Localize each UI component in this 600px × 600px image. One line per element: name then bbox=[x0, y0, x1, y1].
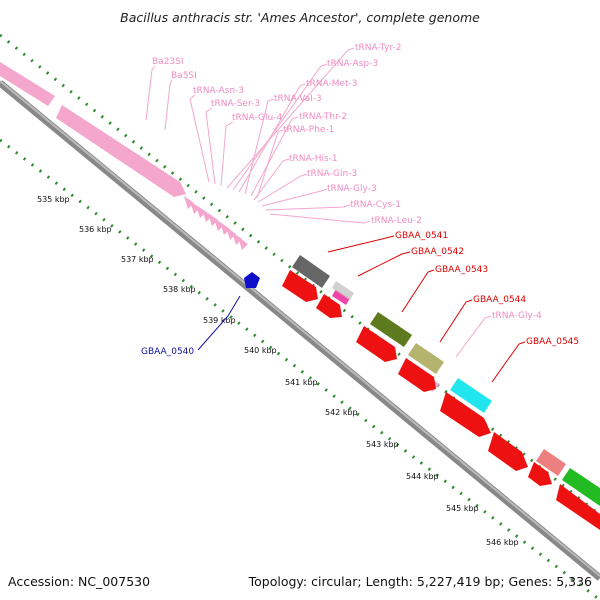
rna-label: tRNA-Asp-3 bbox=[327, 59, 378, 69]
map-title: Bacillus anthracis str. 'Ames Ancestor',… bbox=[120, 10, 480, 25]
tick-label: 538 kbp bbox=[163, 285, 196, 294]
tick-label: 541 kbp bbox=[285, 378, 318, 387]
rna-label: tRNA-Asn-3 bbox=[193, 86, 244, 96]
backbone bbox=[0, 80, 600, 581]
cds-gbaa-0547[interactable] bbox=[528, 462, 552, 486]
cog-track bbox=[292, 255, 600, 506]
rna-label: tRNA-Glu-4 bbox=[232, 113, 282, 123]
tick-label: 539 kbp bbox=[203, 316, 236, 325]
gene-label[interactable]: GBAA_0544 bbox=[473, 295, 526, 305]
cds-features[interactable] bbox=[282, 270, 600, 530]
gene-label[interactable]: GBAA_0545 bbox=[526, 337, 579, 347]
tick-label: 543 kbp bbox=[366, 440, 399, 449]
tick-rings bbox=[0, 33, 600, 600]
gene-leader-lines bbox=[197, 235, 526, 383]
rna-leader-lines bbox=[145, 47, 492, 358]
outer-tick-ring bbox=[0, 33, 600, 517]
rrna-23s-left bbox=[0, 62, 55, 106]
tick-label: 545 kbp bbox=[446, 504, 479, 513]
tick-label: 546 kbp bbox=[486, 538, 519, 547]
rna-label: tRNA-Gln-3 bbox=[307, 169, 357, 179]
accession-text: Accession: NC_007530 bbox=[8, 574, 150, 589]
tick-labels: 535 kbp 536 kbp 537 kbp 538 kbp 539 kbp … bbox=[37, 195, 519, 547]
rna-label: tRNA-Leu-2 bbox=[371, 216, 422, 226]
cds-gbaa-0546[interactable] bbox=[488, 432, 528, 471]
rrna-features bbox=[0, 62, 186, 197]
cog-olive bbox=[370, 312, 412, 347]
gene-label-selected[interactable]: GBAA_0540 bbox=[141, 347, 194, 357]
tick-label: 544 kbp bbox=[406, 472, 439, 481]
cog-grey bbox=[292, 255, 330, 288]
cog-khaki bbox=[408, 343, 444, 374]
tick-label: 542 kbp bbox=[325, 408, 358, 417]
cds-gbaa-0548[interactable] bbox=[556, 484, 600, 530]
rna-label: tRNA-Gly-4 bbox=[492, 311, 542, 321]
rrna-23s bbox=[56, 105, 186, 197]
rna-label: tRNA-Ser-3 bbox=[211, 99, 260, 109]
rna-label: tRNA-Phe-1 bbox=[283, 125, 334, 135]
cog-cyan bbox=[450, 378, 492, 413]
cds-gbaa-0543[interactable] bbox=[356, 326, 397, 362]
cds-gbaa-0544[interactable] bbox=[398, 358, 436, 392]
gene-label[interactable]: GBAA_0542 bbox=[411, 247, 464, 257]
rna-label: tRNA-Cys-1 bbox=[350, 200, 401, 210]
cog-pink bbox=[332, 289, 350, 305]
gene-labels: GBAA_0540 GBAA_0541 GBAA_0542 GBAA_0543 … bbox=[141, 231, 579, 357]
rna-label: tRNA-Met-3 bbox=[306, 79, 358, 89]
tick-label: 540 kbp bbox=[244, 346, 277, 355]
tick-label: 535 kbp bbox=[37, 195, 70, 204]
gene-label[interactable]: GBAA_0541 bbox=[395, 231, 448, 241]
rna-label: tRNA-Gly-3 bbox=[327, 184, 377, 194]
rna-label: tRNA-Tyr-2 bbox=[355, 43, 401, 53]
cds-gbaa-0542[interactable] bbox=[316, 294, 342, 318]
gene-label[interactable]: GBAA_0543 bbox=[435, 265, 488, 275]
rna-label: tRNA-Thr-2 bbox=[299, 112, 347, 122]
tick-label: 537 kbp bbox=[121, 255, 154, 264]
cds-gbaa-0541[interactable] bbox=[282, 270, 318, 302]
cds-gbaa-0545[interactable] bbox=[440, 392, 491, 437]
rna-label: Ba23SI bbox=[152, 57, 184, 67]
genome-summary-text: Topology: circular; Length: 5,227,419 bp… bbox=[248, 574, 592, 589]
rna-labels: Ba23SI Ba5SI tRNA-Asn-3 tRNA-Ser-3 tRNA-… bbox=[152, 43, 542, 321]
rna-label: tRNA-Val-3 bbox=[274, 94, 322, 104]
cog-light-grey bbox=[332, 281, 354, 300]
tick-label: 536 kbp bbox=[79, 225, 112, 234]
cog-salmon bbox=[536, 449, 566, 476]
rna-label: tRNA-His-1 bbox=[289, 154, 338, 164]
rna-label: Ba5SI bbox=[171, 71, 197, 81]
inner-tick-ring bbox=[0, 138, 600, 600]
cds-gbaa-0540[interactable] bbox=[244, 272, 260, 288]
cog-green bbox=[562, 468, 600, 506]
